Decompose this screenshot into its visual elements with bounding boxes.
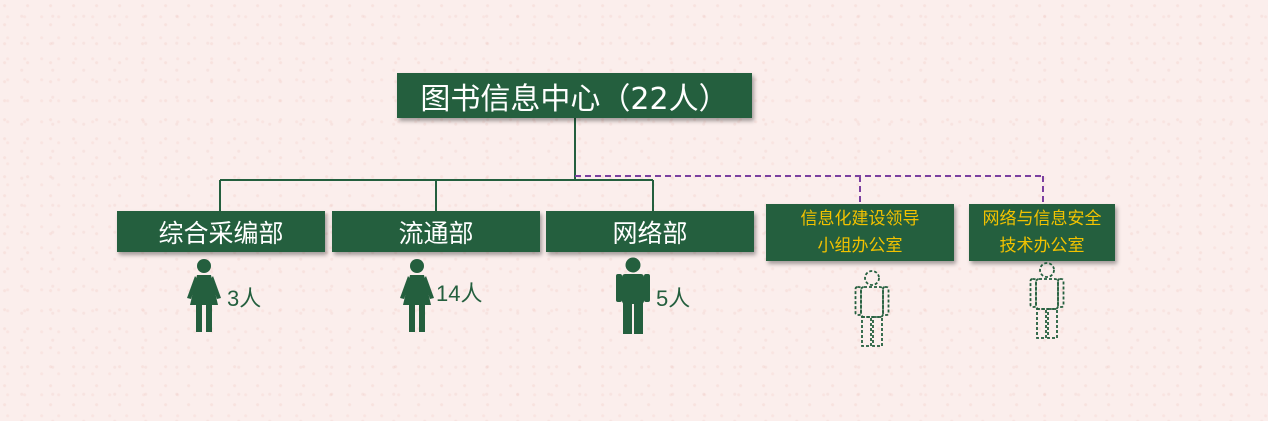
office-label-line2: 技术办公室 (999, 235, 1085, 256)
dept-node-wangluo: 网络部 (546, 211, 754, 252)
male-person-icon (616, 257, 650, 334)
female-person-icon (187, 259, 221, 332)
dept-label: 网络部 (612, 218, 688, 248)
dept-node-zonghe: 综合采编部 (117, 211, 325, 252)
dept-count: 3人 (227, 286, 262, 311)
dept-label: 综合采编部 (158, 218, 284, 248)
dashed-person-outline-icon (1029, 262, 1065, 339)
office-node-xinxihua: 信息化建设领导 小组办公室 (766, 204, 954, 261)
office-label-line1: 信息化建设领导 (800, 208, 920, 229)
office-label-line1: 网络与信息安全 (982, 208, 1102, 229)
dashed-person-outline-icon (854, 270, 890, 347)
female-person-icon (400, 259, 434, 332)
dept-node-liutong: 流通部 (332, 211, 540, 252)
office-node-wangluo-anquan: 网络与信息安全 技术办公室 (969, 204, 1115, 261)
dept-count: 14人 (436, 281, 483, 306)
dept-count: 5人 (656, 286, 691, 311)
root-node: 图书信息中心（22人） (397, 73, 752, 118)
dept-label: 流通部 (398, 218, 474, 248)
office-label-line2: 小组办公室 (817, 235, 903, 256)
root-label: 图书信息中心（22人） (420, 81, 729, 117)
